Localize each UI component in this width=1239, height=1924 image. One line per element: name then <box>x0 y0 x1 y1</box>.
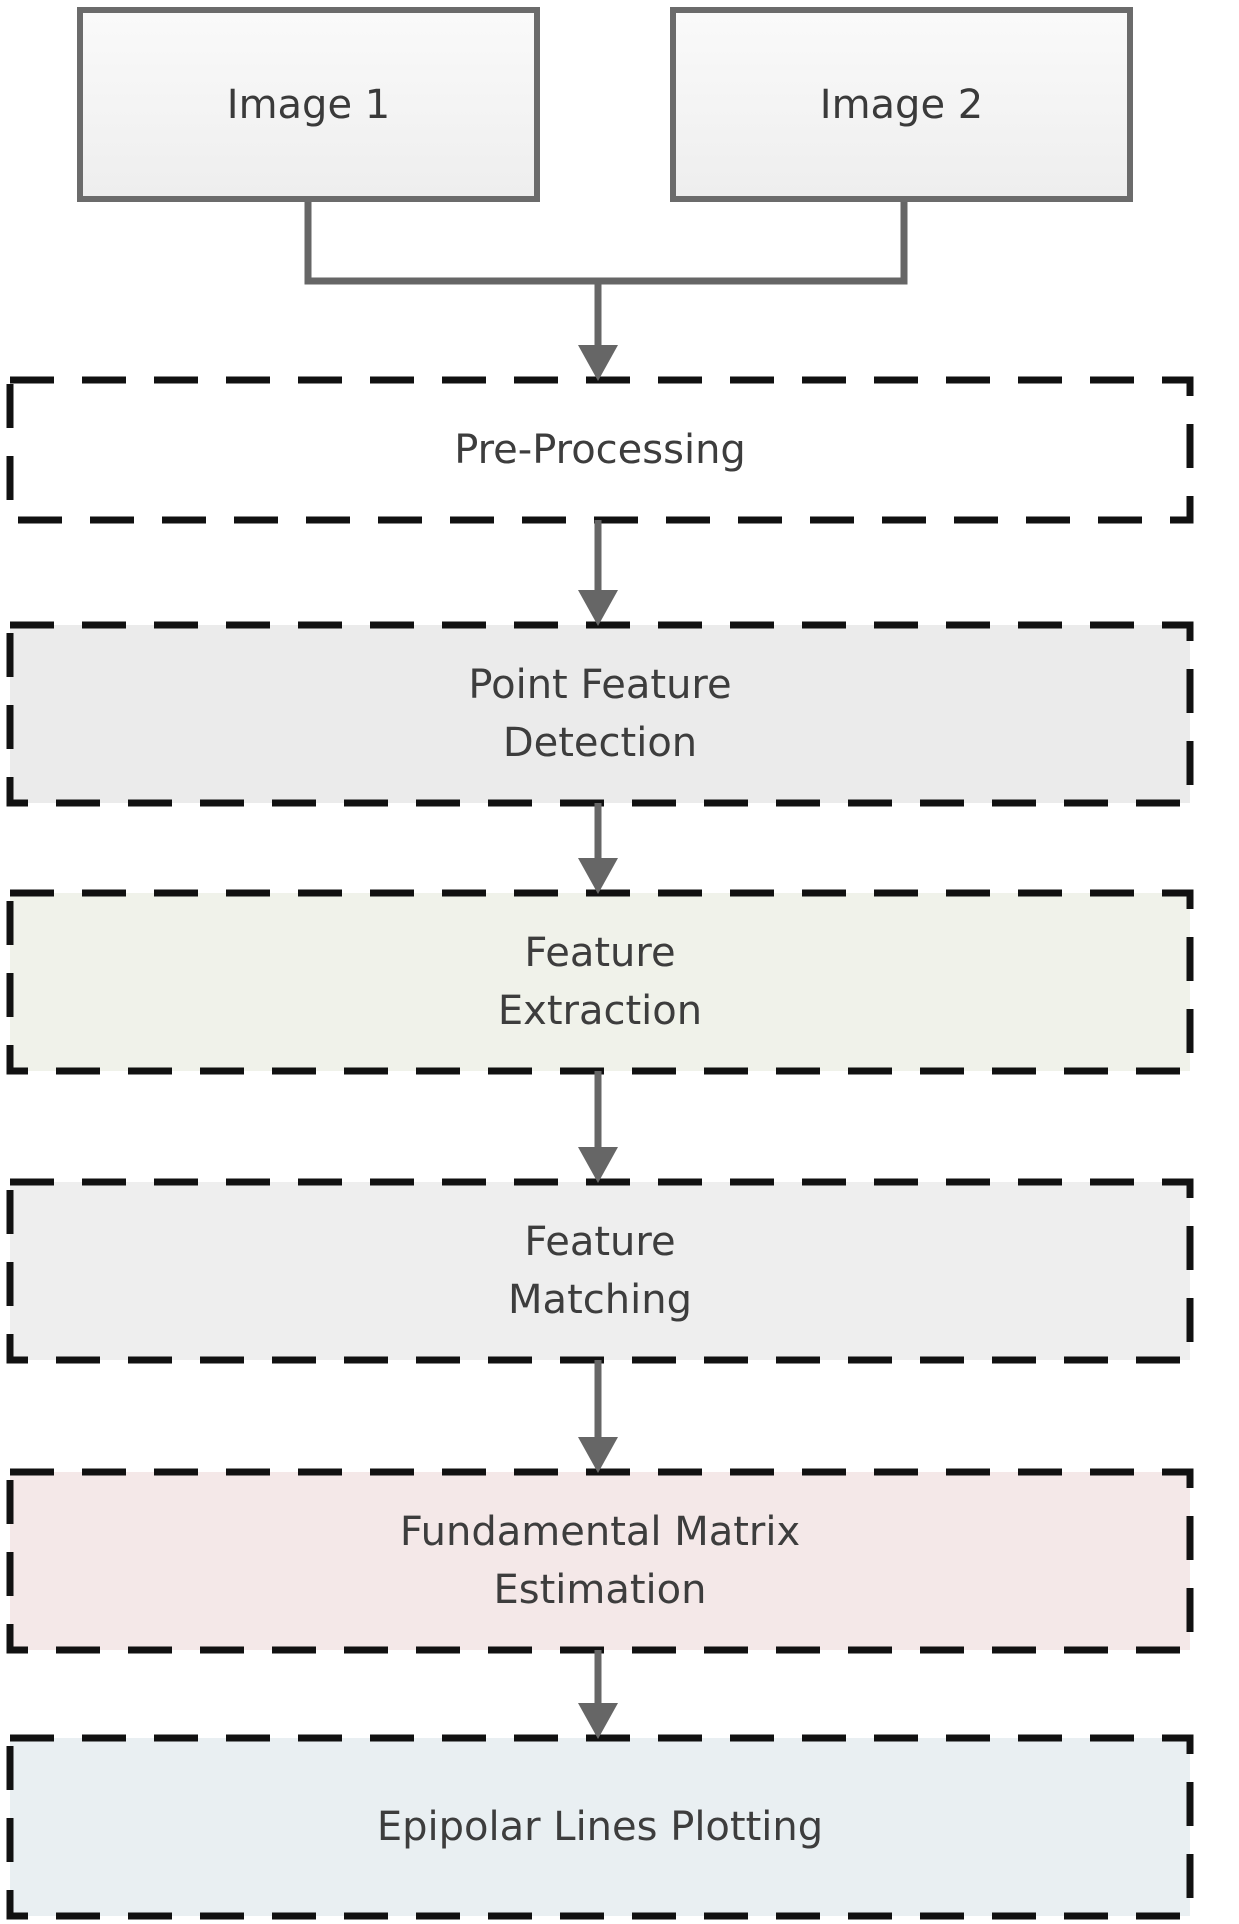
stage-label-line: Point Feature <box>468 662 732 708</box>
stage-frame-point-feature-detection <box>6 621 1194 807</box>
arrow-head-3 <box>578 858 618 894</box>
stage-label-line: Epipolar Lines Plotting <box>376 1804 824 1850</box>
arrow-head-5 <box>578 1437 618 1473</box>
stage-frame-feature-extraction <box>6 889 1194 1075</box>
stage-frame-pre-processing <box>6 376 1194 524</box>
stage-label-line: Pre-Processing <box>454 427 746 473</box>
arrow-head-4 <box>578 1147 618 1183</box>
arrow-head-6 <box>578 1703 618 1739</box>
stage-feature-matching: Feature Matching <box>10 1182 1190 1360</box>
input-label-image-2: Image 2 <box>819 81 984 128</box>
stage-fundamental-matrix-estimation: Fundamental Matrix Estimation <box>10 1472 1190 1650</box>
stage-label-line: Feature <box>524 930 676 976</box>
arrow-head-2 <box>578 590 618 626</box>
stage-frame-epipolar-lines-plotting <box>6 1734 1194 1920</box>
stage-epipolar-lines-plotting: Epipolar Lines Plotting <box>10 1738 1190 1916</box>
input-box-image-1: Image 1 <box>77 7 540 202</box>
stage-label-line: Extraction <box>497 988 703 1034</box>
stage-label-line: Feature <box>524 1219 676 1265</box>
stage-label-line: Fundamental Matrix <box>399 1509 801 1555</box>
stage-pre-processing: Pre-Processing <box>10 380 1190 520</box>
arrow-head-1 <box>578 345 618 381</box>
stage-point-feature-detection: Point Feature Detection <box>10 625 1190 803</box>
input-box-image-2: Image 2 <box>670 7 1133 202</box>
stage-frame-feature-matching <box>6 1178 1194 1364</box>
stage-label-line: Matching <box>508 1277 692 1323</box>
stage-label-line: Estimation <box>493 1567 707 1613</box>
merge-connector <box>304 199 908 285</box>
input-label-image-1: Image 1 <box>226 81 391 128</box>
stage-label-line: Detection <box>502 720 698 766</box>
stage-feature-extraction: Feature Extraction <box>10 893 1190 1071</box>
stage-frame-fundamental-matrix-estimation <box>6 1468 1194 1654</box>
